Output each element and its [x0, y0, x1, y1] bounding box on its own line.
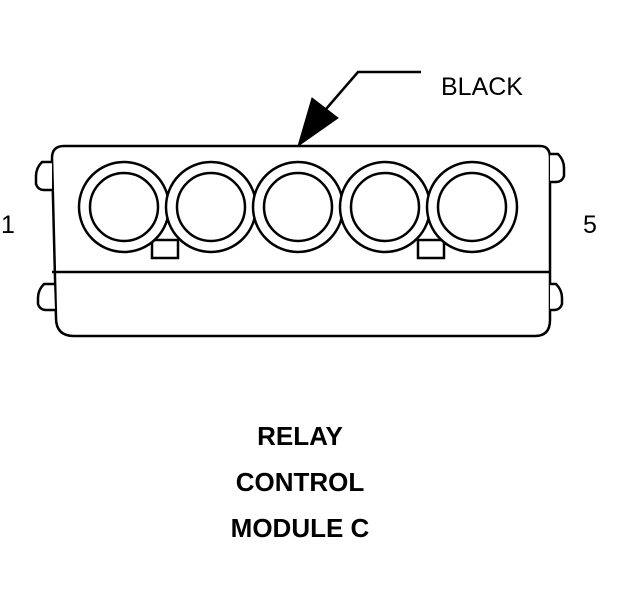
- latch-tab-right-upper: [550, 152, 566, 184]
- latch-tab-left-lower: [36, 282, 55, 312]
- key-tab-left: [150, 238, 180, 260]
- cavity-1-terminal: [88, 171, 160, 243]
- callout-color-label: BLACK: [441, 73, 523, 101]
- callout-leader-line: [319, 70, 421, 117]
- latch-tab-right-lower: [550, 282, 564, 312]
- callout-arrowhead: [297, 97, 339, 148]
- pin-number-last: 5: [583, 211, 597, 239]
- cavity-5-terminal: [436, 171, 508, 243]
- terminal-cavities: [77, 160, 519, 254]
- caption-line-3: MODULE C: [230, 513, 370, 543]
- caption-line-1: RELAY: [257, 421, 343, 451]
- latch-tab-left-upper: [34, 160, 52, 192]
- caption-line-2: CONTROL: [235, 467, 365, 497]
- cavity-4-terminal: [349, 171, 421, 243]
- cavity-2-terminal: [175, 171, 247, 243]
- key-tab-right: [416, 238, 446, 260]
- pin-number-first: 1: [1, 211, 15, 239]
- cavity-3-terminal: [262, 171, 334, 243]
